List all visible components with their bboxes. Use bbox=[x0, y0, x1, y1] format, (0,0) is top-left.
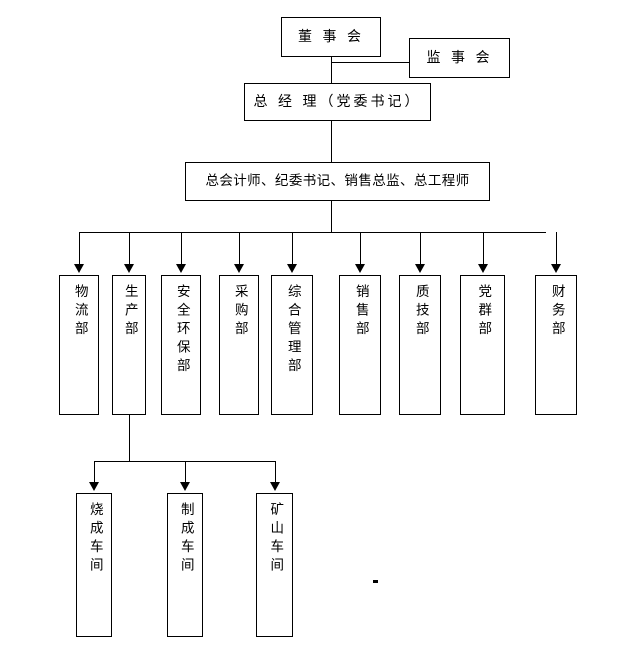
node-department-label: 财务部 bbox=[548, 284, 565, 340]
connector-bus-to-department bbox=[360, 232, 361, 266]
connector-bus-to-workshop bbox=[275, 461, 276, 484]
connector-bus-to-workshop bbox=[94, 461, 95, 484]
connector-executives-to-bus bbox=[331, 201, 332, 232]
node-department-label: 采购部 bbox=[231, 284, 248, 340]
node-department-label: 党群部 bbox=[475, 284, 492, 340]
connector-bus-to-department bbox=[181, 232, 182, 266]
arrow-down-icon bbox=[74, 264, 84, 273]
node-executives[interactable]: 总会计师、纪委书记、销售总监、总工程师 bbox=[185, 162, 490, 201]
connector-gm-to-executives bbox=[331, 121, 332, 162]
connector-bus-to-department bbox=[129, 232, 130, 266]
connector-bus-to-workshop bbox=[185, 461, 186, 484]
connector-department-bus bbox=[80, 232, 546, 233]
connector-board-to-gm bbox=[331, 57, 332, 83]
node-department-label: 安全环保部 bbox=[173, 284, 190, 377]
node-department-label: 物流部 bbox=[71, 284, 88, 340]
node-executives-label: 总会计师、纪委书记、销售总监、总工程师 bbox=[205, 172, 470, 189]
connector-bus-to-department bbox=[483, 232, 484, 266]
node-department[interactable]: 生产部 bbox=[112, 275, 146, 415]
connector-production-to-workshops bbox=[129, 415, 130, 461]
connector-bus-to-department bbox=[239, 232, 240, 266]
arrow-down-icon bbox=[355, 264, 365, 273]
node-department[interactable]: 采购部 bbox=[219, 275, 259, 415]
node-workshop-label: 烧成车间 bbox=[86, 502, 103, 576]
arrow-down-icon bbox=[89, 482, 99, 491]
node-board-of-directors[interactable]: 董 事 会 bbox=[281, 17, 381, 57]
node-general-manager-label: 总 经 理（党委书记） bbox=[253, 93, 422, 110]
arrow-down-icon bbox=[415, 264, 425, 273]
arrow-down-icon bbox=[234, 264, 244, 273]
node-department-label: 生产部 bbox=[121, 284, 138, 340]
connector-board-to-supervisory bbox=[331, 62, 409, 63]
connector-bus-to-department bbox=[79, 232, 80, 266]
node-workshop-label: 制成车间 bbox=[177, 502, 194, 576]
node-supervisory-board-label: 监 事 会 bbox=[426, 49, 493, 66]
node-department-label: 综合管理部 bbox=[284, 284, 301, 377]
node-general-manager[interactable]: 总 经 理（党委书记） bbox=[244, 83, 431, 121]
node-department[interactable]: 安全环保部 bbox=[161, 275, 201, 415]
arrow-down-icon bbox=[124, 264, 134, 273]
node-department[interactable]: 质技部 bbox=[399, 275, 441, 415]
arrow-down-icon bbox=[270, 482, 280, 491]
connector-bus-to-department bbox=[556, 232, 557, 266]
node-department[interactable]: 销售部 bbox=[339, 275, 381, 415]
node-department[interactable]: 财务部 bbox=[535, 275, 577, 415]
node-supervisory-board[interactable]: 监 事 会 bbox=[409, 38, 510, 78]
node-department[interactable]: 党群部 bbox=[460, 275, 505, 415]
node-workshop[interactable]: 烧成车间 bbox=[76, 493, 112, 637]
arrow-down-icon bbox=[478, 264, 488, 273]
node-department[interactable]: 物流部 bbox=[59, 275, 99, 415]
node-workshop[interactable]: 矿山车间 bbox=[256, 493, 293, 637]
connector-bus-to-department bbox=[292, 232, 293, 266]
node-department-label: 销售部 bbox=[352, 284, 369, 340]
arrow-down-icon bbox=[176, 264, 186, 273]
node-workshop[interactable]: 制成车间 bbox=[167, 493, 203, 637]
node-department-label: 质技部 bbox=[412, 284, 429, 340]
connector-bus-to-department bbox=[420, 232, 421, 266]
arrow-down-icon bbox=[551, 264, 561, 273]
stray-ink-mark bbox=[373, 580, 378, 583]
arrow-down-icon bbox=[180, 482, 190, 491]
arrow-down-icon bbox=[287, 264, 297, 273]
node-board-of-directors-label: 董 事 会 bbox=[298, 28, 364, 45]
node-department[interactable]: 综合管理部 bbox=[271, 275, 313, 415]
node-workshop-label: 矿山车间 bbox=[267, 502, 284, 576]
